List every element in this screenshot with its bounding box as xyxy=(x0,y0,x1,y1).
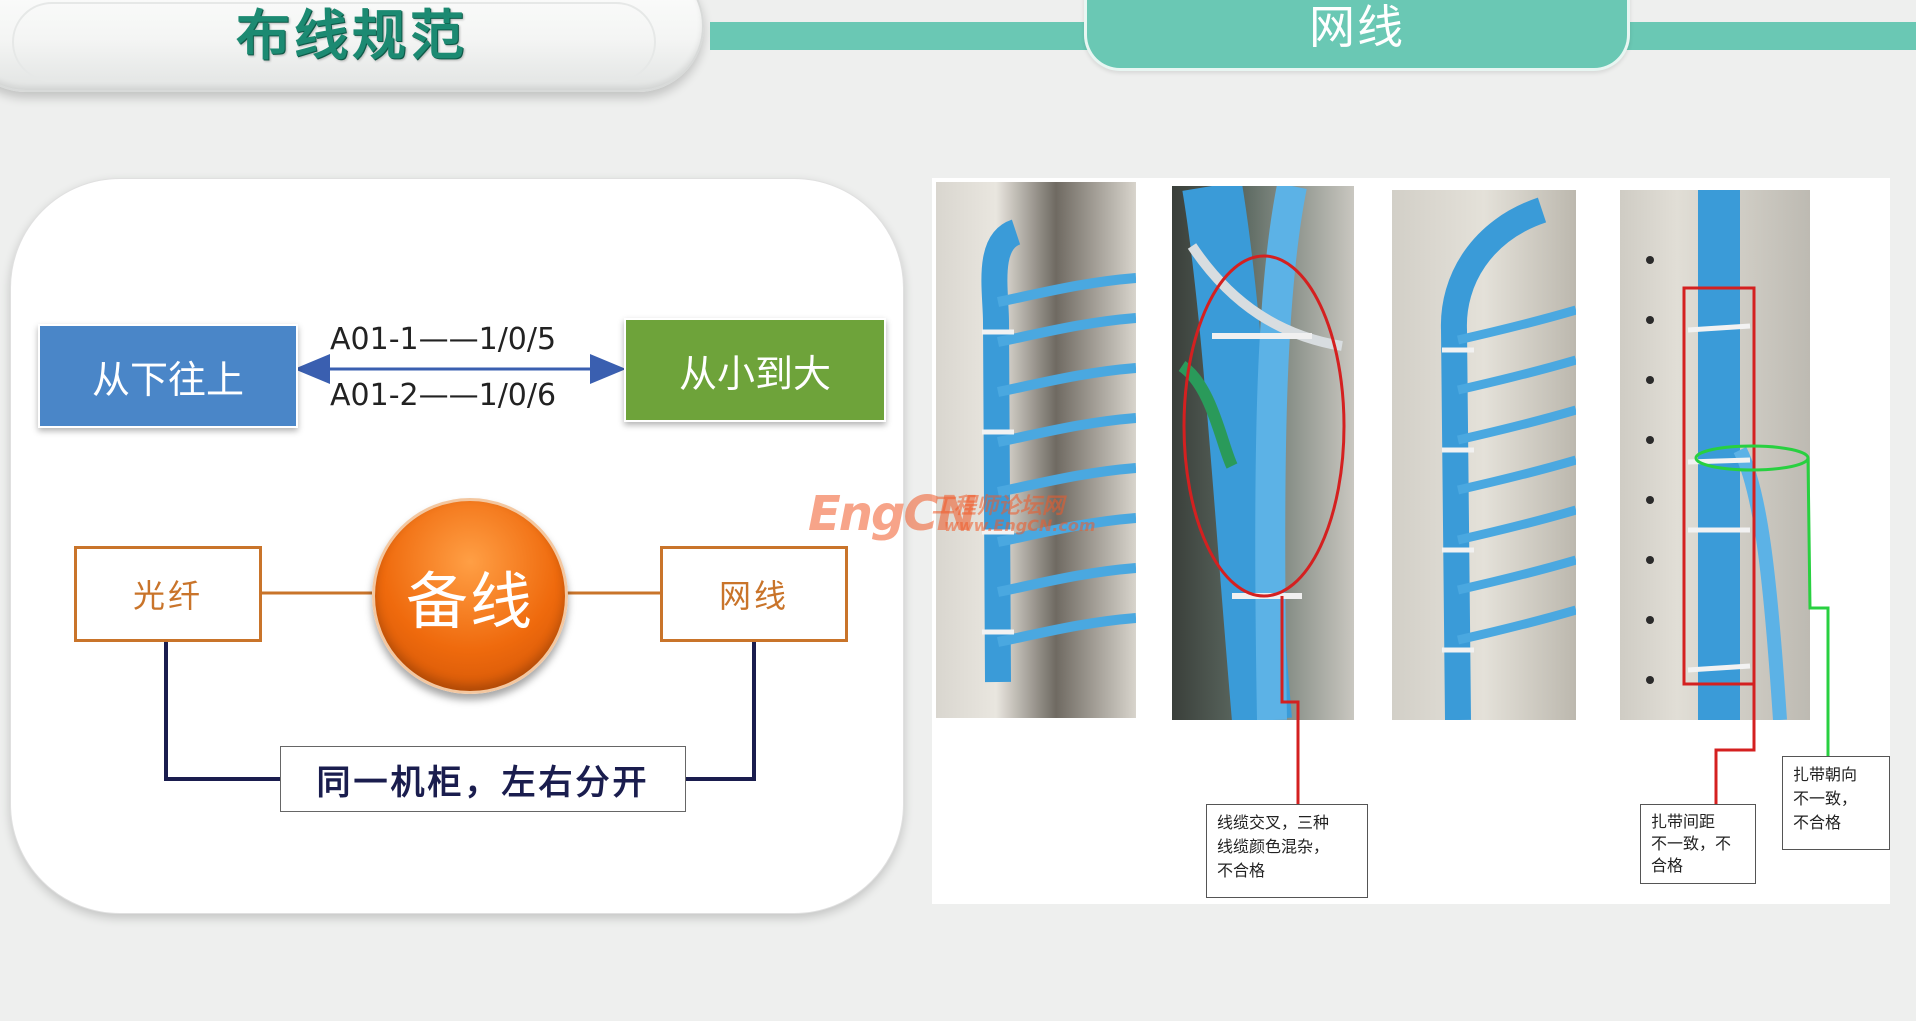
engcn-watermark: EngCN 工程师论坛网 www.EngCN.com xyxy=(808,486,1096,542)
cabinet-note: 同一机柜，左右分开 xyxy=(280,746,686,812)
title-banner xyxy=(0,0,704,92)
caption-crossed-cables: 线缆交叉，三种 线缆颜色混杂， 不合格 xyxy=(1206,804,1368,898)
network-cable-box: 网线 xyxy=(660,546,848,642)
cable-photo-4 xyxy=(1620,190,1810,720)
section-tab-label: 网线 xyxy=(1309,0,1405,54)
spare-line-circle: 备线 xyxy=(372,498,568,694)
cable-photo-2 xyxy=(1172,186,1354,720)
cable-photo-1 xyxy=(936,182,1136,718)
red-ellipse-annotation xyxy=(1182,254,1346,598)
mapping-line-2: A01-2——1/0/6 xyxy=(330,378,557,413)
caption-3-line-1: 扎带朝向 xyxy=(1793,765,1858,784)
cable-drawing-1 xyxy=(981,219,1136,683)
mapping-line-1: A01-1——1/0/5 xyxy=(330,322,557,357)
fiber-box: 光纤 xyxy=(74,546,262,642)
caption-3-line-2: 不一致， xyxy=(1793,789,1858,808)
caption-2-line-3: 合格 xyxy=(1651,856,1684,875)
cable-drawing-3 xyxy=(1440,197,1576,720)
watermark-url: www.EngCN.com xyxy=(944,516,1096,535)
cable-photo-3 xyxy=(1392,190,1576,720)
caption-tie-spacing: 扎带间距 不一致，不 合格 xyxy=(1640,804,1756,884)
small-to-large-box: 从小到大 xyxy=(624,318,886,422)
title-banner-inner xyxy=(12,2,656,82)
caption-1-line-2: 线缆颜色混杂， xyxy=(1217,837,1330,856)
page-title: 布线规范 xyxy=(236,3,468,67)
watermark-logo: EngCN xyxy=(808,486,977,542)
caption-1-line-1: 线缆交叉，三种 xyxy=(1217,813,1330,832)
watermark-cn: 工程师论坛网 xyxy=(932,494,1065,519)
caption-1-line-3: 不合格 xyxy=(1217,861,1266,880)
caption-3-line-3: 不合格 xyxy=(1793,813,1842,832)
cable-drawing-4 xyxy=(1646,190,1810,720)
section-tab: 网线 xyxy=(1084,0,1630,71)
caption-2-line-2: 不一致，不 xyxy=(1651,834,1732,853)
bottom-up-box: 从下往上 xyxy=(38,324,298,428)
caption-2-line-1: 扎带间距 xyxy=(1651,812,1716,831)
cable-drawing-2 xyxy=(1178,186,1346,720)
caption-tie-direction: 扎带朝向 不一致， 不合格 xyxy=(1782,756,1890,850)
